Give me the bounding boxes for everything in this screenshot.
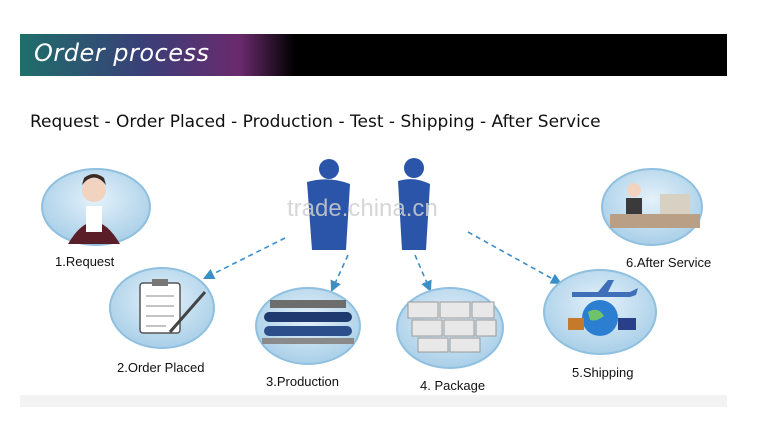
floor-strip [20,395,727,407]
operator-icon [68,174,120,244]
flow-arrows [202,231,562,293]
banner-title: Order process [34,39,210,67]
service-desk-icon [610,183,700,228]
node-order-placed: 2.Order Placed [109,267,215,375]
process-steps-line: Request - Order Placed - Production - Te… [30,112,601,132]
package-boxes-icon [407,301,497,353]
node-shipping: 5.Shipping [543,269,657,380]
node-package: 4. Package [396,287,504,393]
arrow-to-order-placed [202,237,286,280]
node-production: 3.Production [255,287,361,389]
node-label: 1.Request [55,254,115,269]
businesswoman-icon [398,158,430,250]
watermark-text: trade.china.cn [287,195,438,222]
clipboard-icon [139,279,207,334]
node-label: 4. Package [420,378,485,393]
arrow-to-shipping [467,231,562,285]
node-label: 3.Production [266,374,339,389]
banner-gradient [20,34,295,76]
node-after-service: 6.After Service [601,168,711,270]
airplane-icon [572,280,638,297]
businessman-icon [307,159,350,250]
shipping-globe-icon [568,300,636,336]
node-label: 2.Order Placed [117,360,204,375]
header-banner: Order process [20,34,727,76]
arrow-to-production [330,254,349,293]
node-label: 6.After Service [626,255,711,270]
arrow-to-package [414,254,432,293]
machine-icon [262,300,354,344]
node-label: 5.Shipping [572,365,633,380]
node-request: 1.Request [41,168,151,269]
